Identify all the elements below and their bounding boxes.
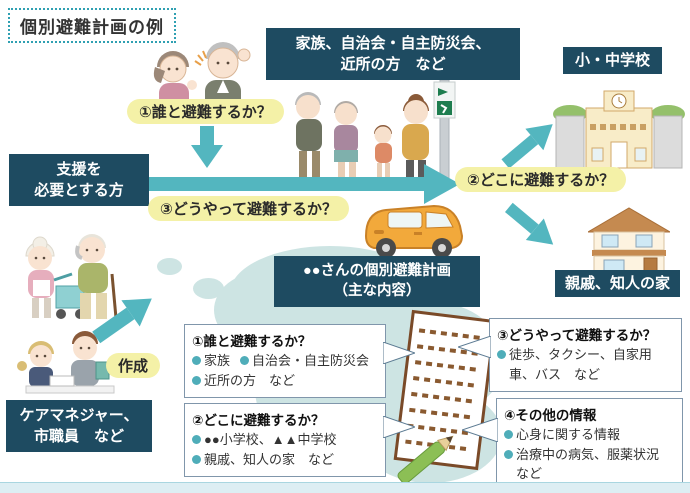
support-line2: 必要とする方 — [34, 182, 124, 199]
step-how-label: ③どうやって避難するか？ — [148, 196, 349, 221]
bullet-icon — [192, 375, 201, 385]
bullet-icon — [504, 449, 513, 459]
bullet-icon — [504, 430, 513, 439]
plan-box-how: ③どうやって避難するか？ 徒歩、タクシー、自家用車、バス など — [489, 318, 682, 392]
relatives-box: 親戚、知人の家 — [555, 270, 681, 297]
plan-box-other: ④その他の情報 心身に関する情報 治療中の病気、服薬状況 など — [496, 398, 683, 492]
house-illustration — [588, 207, 670, 278]
pointer-box2-icon — [383, 416, 415, 438]
care-manager-box: ケアマネジャー、 市職員 など — [6, 400, 152, 452]
care-manager-line2: 市職員 など — [33, 428, 124, 445]
school-box: 小・中学校 — [563, 47, 663, 74]
list-item: 徒歩、タクシー、自家用車、バス など — [497, 345, 674, 384]
bullet-icon — [192, 454, 201, 464]
walking-family-illustration — [295, 80, 456, 180]
pointer-box1-icon — [383, 342, 415, 364]
plan-box-title: ③どうやって避難するか？ — [497, 328, 657, 343]
office-workers-illustration — [17, 331, 115, 394]
thought-dot-large — [193, 278, 224, 299]
document-illustration — [393, 309, 497, 484]
list-item: ●●小学校、▲▲中学校 — [192, 430, 336, 450]
thought-dot-small — [157, 258, 182, 275]
plan-box-title: ②どこに避難するか？ — [192, 413, 325, 428]
companions-line2: 近所の方 など — [340, 56, 446, 73]
step-where-label: ②どこに避難するか？ — [455, 167, 627, 192]
car-illustration — [364, 204, 464, 258]
list-item: 自治会・自主防災会 — [240, 351, 369, 371]
list-item: 心身に関する情報 — [504, 425, 620, 445]
pointer-box4-icon — [462, 418, 498, 442]
arrow-create-icon — [92, 298, 152, 344]
plan-header-line2: （主な内容） — [333, 283, 421, 300]
bottom-band — [0, 482, 690, 493]
plan-box-where: ②どこに避難するか？ ●●小学校、▲▲中学校 親戚、知人の家 など — [184, 403, 386, 477]
arrow-down-icon — [191, 126, 223, 168]
companions-box: 家族、自治会・自主防災会、 近所の方 など — [266, 28, 520, 80]
plan-box-title: ①誰と避難するか？ — [192, 334, 312, 349]
elderly-couple-walker-illustration — [25, 234, 118, 319]
arrow-to-house-icon — [504, 202, 554, 245]
school-illustration — [553, 90, 685, 169]
companions-line1: 家族、自治会・自主防災会、 — [295, 35, 491, 52]
ok-couple-illustration — [153, 42, 251, 114]
page-title: 個別避難計画の例 — [8, 8, 176, 43]
bullet-icon — [192, 356, 201, 365]
care-manager-line1: ケアマネジャー、 — [19, 407, 139, 424]
plan-header-box: ●●さんの個別避難計画 （主な内容） — [274, 256, 480, 307]
bullet-icon — [240, 356, 250, 365]
plan-box-title: ④その他の情報 — [504, 408, 597, 423]
plan-header-line1: ●●さんの個別避難計画 — [302, 263, 451, 279]
arrow-main-right-icon — [142, 164, 460, 204]
list-item: 近所の方 など — [192, 371, 295, 391]
plan-box-who: ①誰と避難するか？ 家族 自治会・自主防災会 近所の方 など — [184, 324, 386, 398]
step-who-label: ①誰と避難するか？ — [127, 99, 284, 124]
bullet-icon — [192, 435, 201, 444]
pointer-box3-icon — [458, 336, 491, 358]
list-item: 親戚、知人の家 など — [192, 450, 334, 470]
support-line1: 支援を — [56, 161, 102, 178]
step-create-label: 作成 — [106, 353, 161, 378]
list-item: 家族 — [192, 351, 230, 371]
support-person-box: 支援を 必要とする方 — [9, 154, 149, 206]
arrow-to-school-icon — [501, 124, 553, 169]
list-item: 治療中の病気、服薬状況 など — [504, 445, 675, 484]
bullet-icon — [497, 350, 506, 359]
